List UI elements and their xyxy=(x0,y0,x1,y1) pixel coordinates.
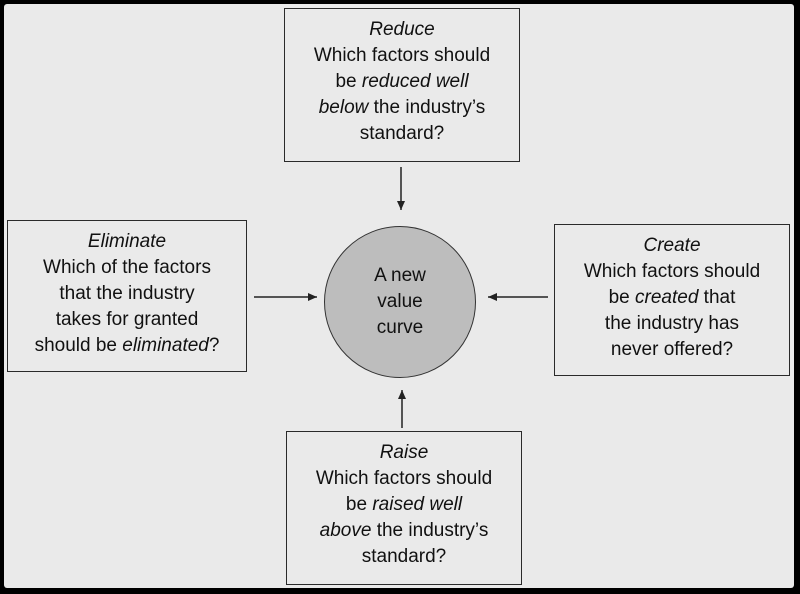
raise-line-2-emphasis: raised well xyxy=(372,494,463,515)
raise-line-2: be raised well xyxy=(287,492,521,518)
raise-line-3-emphasis: above xyxy=(319,520,372,541)
eliminate-line-2: that the industry xyxy=(59,283,195,304)
reduce-title: Reduce xyxy=(369,19,435,40)
raise-line-2-text: be xyxy=(345,494,373,515)
create-line-2-text: be xyxy=(608,287,636,308)
create-line-3: the industry has xyxy=(604,313,740,334)
raise-title: Raise xyxy=(379,442,429,463)
eliminate-line-4-emphasis: eliminated xyxy=(122,335,209,356)
eliminate-line-4-text: should be xyxy=(34,335,123,356)
diagram-canvas: Reduce Which factors should be reduced w… xyxy=(4,4,794,588)
create-line-1: Which factors should xyxy=(583,261,761,282)
raise-box: Raise Which factors should be raised wel… xyxy=(286,431,522,585)
raise-line-1: Which factors should xyxy=(315,468,493,489)
reduce-line-2-text: be xyxy=(335,71,362,92)
eliminate-line-3: takes for granted xyxy=(55,309,199,330)
eliminate-box: Eliminate Which of the factors that the … xyxy=(7,220,247,372)
eliminate-line-4-punct: ? xyxy=(208,335,220,356)
create-title: Create xyxy=(643,235,701,256)
eliminate-title: Eliminate xyxy=(87,231,167,252)
new-value-curve-circle: A new value curve xyxy=(324,226,476,378)
center-line-2: value xyxy=(377,291,423,312)
create-line-2-suffix: that xyxy=(698,287,736,308)
raise-line-3-text: the industry’s xyxy=(371,520,489,541)
reduce-line-4: standard? xyxy=(359,123,445,144)
reduce-line-1: Which factors should xyxy=(313,45,491,66)
raise-line-4: standard? xyxy=(361,546,447,567)
center-line-3: curve xyxy=(376,317,424,338)
create-line-2-emphasis: created xyxy=(635,287,699,308)
reduce-line-2-emphasis: reduced well xyxy=(361,71,469,92)
reduce-line-3-text: the industry’s xyxy=(368,97,486,118)
reduce-box: Reduce Which factors should be reduced w… xyxy=(284,8,520,162)
eliminate-line-4: should be eliminated? xyxy=(8,333,246,359)
create-line-2: be created that xyxy=(555,285,789,311)
eliminate-line-1: Which of the factors xyxy=(43,257,211,278)
arrows-layer xyxy=(254,167,548,428)
create-line-4: never offered? xyxy=(610,339,734,360)
reduce-line-3-emphasis: below xyxy=(318,97,369,118)
reduce-line-3: below the industry’s xyxy=(285,95,519,121)
create-box: Create Which factors should be created t… xyxy=(554,224,790,376)
center-line-1: A new xyxy=(374,265,426,286)
reduce-line-2: be reduced well xyxy=(285,69,519,95)
raise-line-3: above the industry’s xyxy=(287,518,521,544)
